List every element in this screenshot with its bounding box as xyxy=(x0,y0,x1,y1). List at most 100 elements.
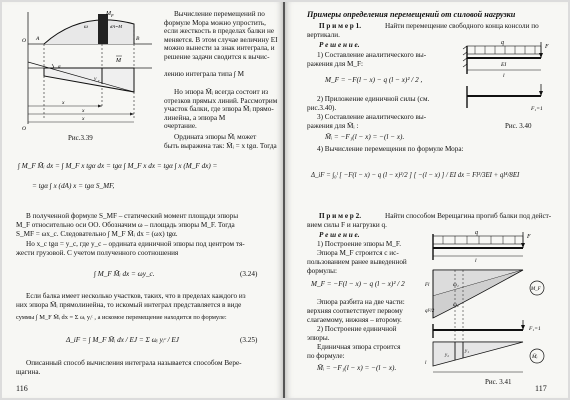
svg-text:M̄ᵢ: M̄ᵢ xyxy=(531,353,538,360)
mohr-integral: Δ_iF = ∫₀ˡ [ −F(l − x) − q (l − x)²/2 ] … xyxy=(311,172,520,179)
text-line: рис.3.40). xyxy=(307,104,337,112)
svg-text:l: l xyxy=(503,73,505,79)
text-line: 1) Построение эпюры M_F. xyxy=(317,240,402,248)
text-line: В полученной формуле S_MF – статический … xyxy=(26,212,239,220)
text-line: Найти перемещение свободного конца консо… xyxy=(385,22,539,30)
text-line: 2) Построение единичной xyxy=(317,325,397,333)
section-header: Примеры определения перемещений от силов… xyxy=(307,10,516,19)
svg-text:q: q xyxy=(501,40,504,46)
figure-caption: Рис. 3.41 xyxy=(485,378,512,386)
text-line: отрезков прямых линий. Рассмотрим xyxy=(164,96,278,105)
text-line: 1) Составление аналитического вы- xyxy=(317,51,427,59)
text-line: лению интеграла типа ∫ M xyxy=(164,70,245,78)
formula-mf: M_F = −F(l − x) − q (l − x)² / 2 , xyxy=(325,76,423,84)
text-line: решение задачи сводится к вычис- xyxy=(164,52,270,61)
text-line: меняется. В этом случае величину EI xyxy=(164,35,278,44)
svg-text:y: y xyxy=(93,76,97,82)
text-line: формулы: xyxy=(307,267,337,275)
formula-mi: M̄ᵢ = −F₁(l − x) = −(l − x). xyxy=(325,133,405,141)
solution-label: Р е ш е н и е. xyxy=(319,231,360,239)
svg-text:y₁: y₁ xyxy=(464,349,469,354)
text-line: ражения для M̄ᵢ : xyxy=(307,122,359,130)
svg-text:F₁=1: F₁=1 xyxy=(528,326,541,332)
fig39-mf-label: M xyxy=(105,11,112,17)
right-page: Примеры определения перемещений от силов… xyxy=(285,2,568,398)
integral-derivation-2: = tgα ∫ x (dA) x = tgα S_MF, xyxy=(32,182,115,190)
svg-text:ω₁: ω₁ xyxy=(453,282,459,288)
text-line: щагина. xyxy=(16,368,41,376)
text-line: Но x_c tgα = y_c, где y_c – ордината еди… xyxy=(26,240,245,248)
equation-3-25: Δ_iF = ∫ M_F M̄ᵢ dx / EJ = Σ ωᵢ yᵢᶜ / EJ xyxy=(66,336,179,344)
svg-text:ω₂: ω₂ xyxy=(453,302,459,308)
figure-caption: Рис.3.39 xyxy=(68,134,93,142)
svg-text:x: x xyxy=(81,108,85,114)
svg-text:Fl: Fl xyxy=(425,283,430,288)
text-line: M_F относительно оси OO. Обозначим ω – п… xyxy=(16,221,235,229)
text-line: Ордината эпюры M̄ᵢ может xyxy=(174,133,257,141)
example-2-title: П р и м е р 2. xyxy=(319,212,361,220)
svg-text:O: O xyxy=(22,38,26,44)
text-line: ражения для M_F: xyxy=(307,60,363,68)
fig41-f-label: F xyxy=(526,234,531,240)
text-line: участок балки, где эпюра M̄ᵢ прямо- xyxy=(164,105,274,113)
text-line: по формуле: xyxy=(307,352,345,360)
svg-text:EI: EI xyxy=(500,62,507,68)
svg-text:ql²/2: ql²/2 xyxy=(425,308,435,314)
integral-derivation-1: ∫ M_F M̄ᵢ dx = ∫ M_F x tgα dx = tgα ∫ M_… xyxy=(18,162,218,170)
solution-label: Р е ш е н и е. xyxy=(319,41,360,49)
formula-mf-2: M_F = −F(l − x) − q (l − x)² / 2 xyxy=(311,280,405,288)
equation-number: (3.25) xyxy=(240,336,258,344)
text-line: если жесткость в пределах балки не xyxy=(164,27,275,35)
svg-text:c: c xyxy=(98,78,100,83)
text-line: жести грузовой. С учетом полученного соо… xyxy=(16,249,179,257)
book-gutter xyxy=(283,2,285,398)
text-line: Эпюра разбита на две части: xyxy=(317,298,405,306)
text-line: 2) Приложение единичной силы (см. xyxy=(317,95,430,103)
text-line: Если балка имеет несколько участков, так… xyxy=(26,292,246,300)
equation-number: (3.24) xyxy=(240,270,258,278)
svg-text:dA=M: dA=M xyxy=(110,24,123,29)
text-line: формуле Мора можно упростить, xyxy=(164,18,266,27)
svg-text:A: A xyxy=(35,36,40,42)
svg-text:α: α xyxy=(58,65,61,70)
svg-text:x: x xyxy=(81,116,85,122)
text-line: Описанный способ вычисления интеграла на… xyxy=(26,359,242,367)
svg-text:O: O xyxy=(22,126,26,132)
svg-text:l: l xyxy=(425,361,427,366)
svg-text:l: l xyxy=(475,258,477,264)
formula-mi-2: M̄ᵢ = −F₁(l − x) = −(l − x). xyxy=(317,364,397,372)
left-page: M F dA=M ω O A B M y c α x x x O Рис.3.3… xyxy=(2,2,283,398)
text-line: быть выражена так: M̄ᵢ = x tgα. Тогда xyxy=(164,142,277,150)
svg-text:x: x xyxy=(61,100,65,106)
example-1-title: П р и м е р 1. xyxy=(319,22,361,30)
svg-text:B: B xyxy=(136,36,140,42)
figure-caption: Рис. 3.40 xyxy=(505,122,532,130)
text-line: Эпюра M_F строится с ис- xyxy=(317,249,399,257)
svg-text:F₁=1: F₁=1 xyxy=(530,106,543,112)
text-line: Единичная эпюра строится xyxy=(317,343,401,351)
text-line: вертикали. xyxy=(307,31,340,39)
svg-text:q: q xyxy=(475,230,478,236)
text-line: Найти способом Верещагина прогиб балки п… xyxy=(385,212,552,220)
text-line: них эпюра M̄ᵢ прямолинейна, то искомый и… xyxy=(16,301,242,309)
page-number: 116 xyxy=(16,384,28,393)
text-line: слагаемому, нижняя – второму. xyxy=(307,316,402,324)
text-line: Вычисление перемещений по xyxy=(174,10,265,18)
text-line: можно вынести за знак интеграла, и xyxy=(164,44,275,52)
figure-3-41: q F l Fl ql²/2 ω₁ ω₂ M_F xyxy=(425,230,545,373)
text-line: линейна, а эпюра M xyxy=(164,113,226,122)
text-line: вием силы F и нагрузки q. xyxy=(307,221,387,229)
text-line: 3) Составление аналитического вы- xyxy=(317,113,427,121)
text-line: S_MF = ωx_c. Следовательно ∫ M_F M̄ᵢ dx … xyxy=(16,230,178,238)
figure-3-39: M F dA=M ω O A B M y c α x x x O xyxy=(22,11,152,132)
svg-text:M: M xyxy=(115,58,122,64)
svg-text:y₂: y₂ xyxy=(444,353,449,358)
text-line: суммы ∫ M_F M̄ᵢ dx = Σ ωᵢ yᵢᶜ , а искомо… xyxy=(16,314,227,321)
svg-text:ω: ω xyxy=(84,24,88,30)
svg-text:M_F: M_F xyxy=(530,287,542,292)
page-number: 117 xyxy=(535,384,547,393)
text-line: верхняя соответствует первому xyxy=(307,307,403,315)
text-line: эпюры. xyxy=(307,334,330,342)
text-line: Но эпюра M̄ᵢ всегда состоит из xyxy=(174,88,269,96)
